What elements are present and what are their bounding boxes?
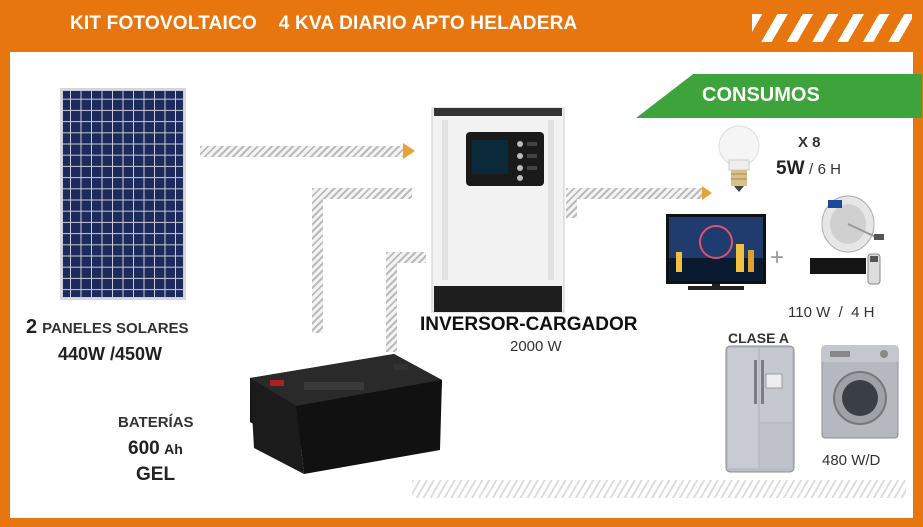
- tv-icon: [666, 214, 766, 290]
- inverter-to-battery-arrow-v: [312, 188, 323, 333]
- battery-capacity: 600: [128, 438, 160, 459]
- battery-to-inverter-arrow-h: [386, 252, 426, 263]
- header-stripes: [752, 14, 912, 42]
- footer-stripes: [412, 480, 906, 498]
- battery-icon: [250, 354, 442, 474]
- bulb-hours: 6 H: [817, 161, 841, 178]
- satellite-dish-icon: [810, 195, 884, 285]
- inverter-label: INVERSOR-CARGADOR: [420, 314, 638, 335]
- bulb-separator: /: [808, 161, 814, 178]
- panels-count: 2: [26, 316, 38, 338]
- washing-machine-icon: [821, 345, 899, 439]
- battery-to-inverter-arrow-v: [386, 252, 397, 352]
- clase-a-label: CLASE A: [728, 330, 789, 346]
- inverter-to-battery-arrow-h: [312, 188, 412, 199]
- tv-rating: 110 W / 4 H: [788, 304, 875, 321]
- solar-panel-icon: [60, 88, 186, 300]
- tv-plus: +: [770, 244, 785, 271]
- refrigerator-icon: [725, 345, 795, 473]
- panel-arrow-head: [403, 143, 415, 159]
- bulb-qty: X 8: [798, 134, 821, 151]
- battery-label: BATERÍAS: [118, 414, 194, 431]
- page-title: KIT FOTOVOLTAICO 4 KVA DIARIO APTO HELAD…: [70, 13, 578, 34]
- battery-capacity-line: 600 Ah: [128, 438, 183, 460]
- loads-arrow-head: [702, 186, 712, 200]
- panels-label: PANELES SOLARES: [42, 320, 189, 337]
- bulb-rating: 5W / 6 H: [776, 158, 841, 180]
- battery-type: GEL: [136, 464, 176, 485]
- lightbulb-icon: [718, 125, 760, 192]
- appliances-rating: 480 W/D: [822, 452, 881, 469]
- panels-watts: 440W /450W: [58, 344, 163, 364]
- inverter-to-loads-arrow-h: [566, 188, 704, 199]
- inverter-power: 2000 W: [510, 338, 562, 355]
- consumos-banner: CONSUMOS: [636, 74, 922, 118]
- bulb-power: 5W: [776, 158, 805, 179]
- panel-to-inverter-arrow: [200, 146, 405, 157]
- battery-unit: Ah: [164, 441, 183, 457]
- inverter-icon: [431, 107, 565, 313]
- consumos-label: CONSUMOS: [702, 84, 820, 106]
- panels-label-line: 2 PANELES SOLARES: [26, 316, 189, 339]
- inverter-to-loads-arrow-v: [566, 188, 577, 218]
